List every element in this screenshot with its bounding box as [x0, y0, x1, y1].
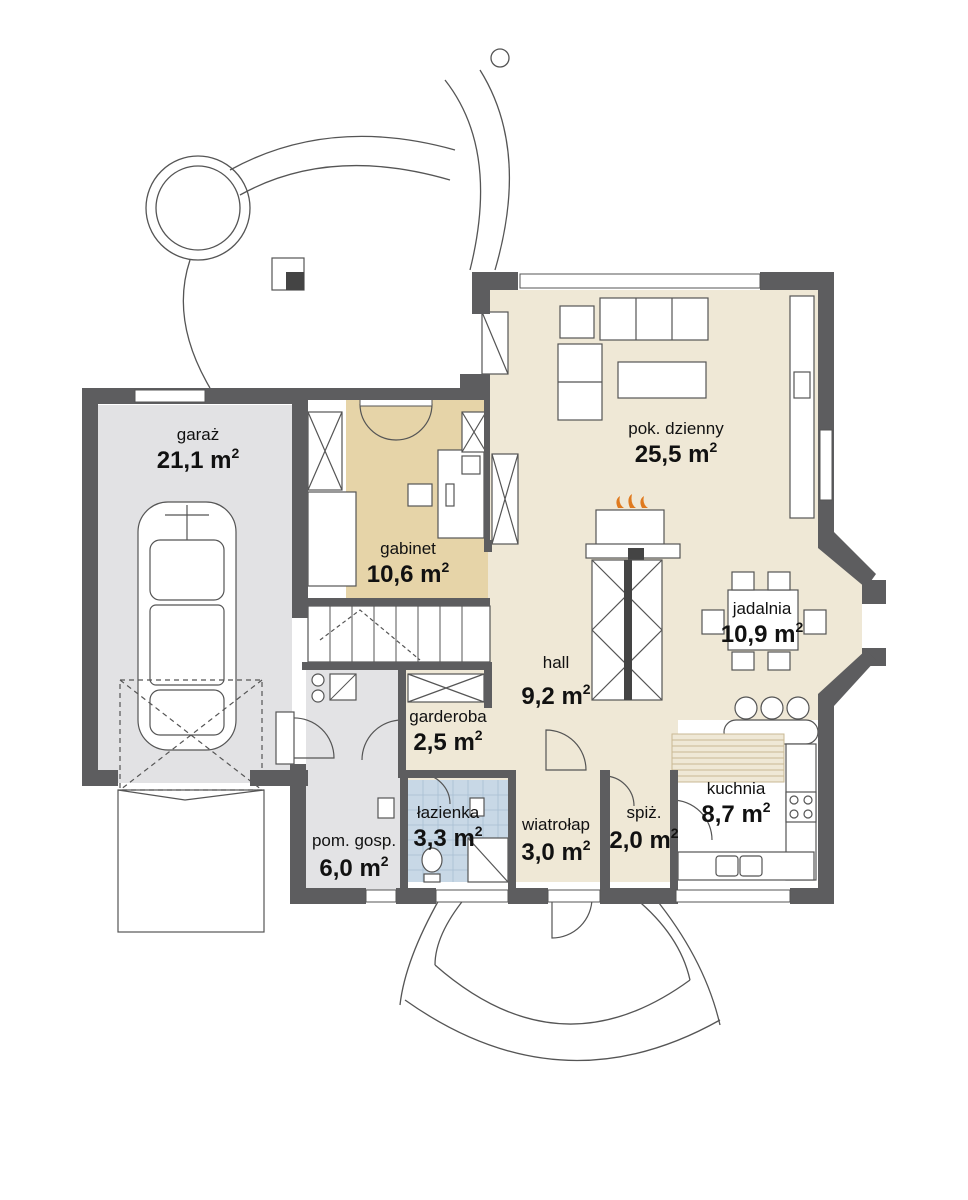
room-hall: hall 9,2 m2	[521, 653, 590, 710]
entrance-arc-outer	[404, 999, 721, 1062]
room-name: kuchnia	[707, 779, 766, 798]
room-name: hall	[543, 653, 569, 672]
door-swing-icon	[291, 717, 335, 759]
room-area: 6,0 m2	[319, 853, 388, 882]
utility-floor	[306, 670, 402, 892]
dining-table-icon	[701, 571, 827, 671]
room-pantry: spiż. 2,0 m2	[609, 803, 678, 854]
garage-door-projection	[119, 679, 263, 791]
room-area: 10,6 m2	[367, 559, 450, 588]
desk-icon	[407, 449, 485, 539]
vestibule-floor	[515, 780, 600, 882]
room-dining: jadalnia 10,9 m2	[721, 599, 804, 648]
room-name: gabinet	[380, 539, 436, 558]
windows	[134, 273, 833, 903]
entrance-arc-left	[399, 897, 441, 1006]
room-area: 2,0 m2	[609, 825, 678, 854]
door-swing-icon	[359, 403, 433, 441]
room-utility: pom. gosp. 6,0 m2	[312, 831, 396, 882]
curved-path-right	[444, 79, 482, 271]
room-name: pom. gosp.	[312, 831, 396, 850]
room-area: 2,5 m2	[413, 727, 482, 756]
room-area: 8,7 m2	[701, 799, 770, 828]
entrance-arc-right-inner	[634, 897, 691, 981]
entrance-arc-left-inner	[434, 897, 466, 966]
room-area: 3,3 m2	[413, 823, 482, 852]
furniture	[119, 295, 827, 939]
stool	[760, 696, 784, 720]
room-name: wiatrołap	[521, 815, 590, 834]
room-wardrobe: garderoba 2,5 m2	[409, 707, 487, 756]
room-vestibule: wiatrołap 3,0 m2	[521, 815, 591, 866]
room-name: spiż.	[627, 803, 662, 822]
sofa-icon	[557, 297, 709, 421]
car-icon	[137, 501, 237, 751]
room-name: łazienka	[417, 803, 480, 822]
room-area: 25,5 m2	[635, 439, 718, 468]
stool	[786, 696, 810, 720]
room-name: garderoba	[409, 707, 487, 726]
garden-post-fill	[286, 272, 304, 290]
walls	[82, 272, 886, 904]
toilet-icon	[421, 847, 443, 883]
room-study: gabinet 10,6 m2	[367, 539, 450, 588]
driveway	[117, 789, 265, 933]
wall-unit	[789, 295, 815, 519]
room-area: 9,2 m2	[521, 681, 590, 710]
room-living: pok. dzienny 25,5 m2	[628, 419, 724, 468]
washing-machine-icon	[311, 673, 357, 703]
tv-unit	[793, 371, 811, 399]
kitchen-stripes	[671, 733, 785, 783]
room-bathroom: łazienka 3,3 m2	[413, 803, 482, 852]
garage-side-door	[275, 711, 295, 765]
stove-icon	[785, 791, 817, 823]
entrance-arc-right	[654, 897, 721, 1026]
sink-icon	[715, 855, 763, 877]
stairs-icon	[307, 605, 491, 663]
path-end-marker	[490, 48, 510, 68]
stool	[734, 696, 758, 720]
bath-sink	[469, 797, 485, 817]
room-kitchen: kuchnia 8,7 m2	[701, 779, 770, 828]
door-swing-icon	[545, 729, 587, 771]
curved-path-right-outer	[479, 69, 511, 271]
garden-paths	[117, 48, 721, 1062]
room-name: pok. dzienny	[628, 419, 724, 438]
room-area: 3,0 m2	[521, 837, 590, 866]
pantry-floor	[610, 780, 674, 882]
utility-sink	[377, 797, 395, 819]
shower-icon	[467, 837, 509, 883]
round-planter	[145, 155, 251, 261]
room-garage: garaż 21,1 m2	[157, 425, 240, 474]
room-labels: garaż 21,1 m2 pok. dzienny 25,5 m2 gabin…	[157, 419, 804, 882]
kitchen-worktop-bottom	[677, 851, 815, 881]
curved-path-top-inner	[239, 164, 451, 196]
room-area: 10,9 m2	[721, 619, 804, 648]
door-swing-icon	[671, 799, 713, 841]
curved-path-top-outer	[229, 135, 456, 171]
room-area: 21,1 m2	[157, 445, 240, 474]
bed	[307, 491, 357, 587]
entrance-door-swing	[551, 897, 593, 939]
room-name: garaż	[177, 425, 220, 444]
room-name: jadalnia	[732, 599, 792, 618]
round-planter-inner	[155, 165, 241, 251]
fireplace-icon	[585, 494, 681, 701]
garage-door-swing	[117, 789, 265, 801]
curved-path-left	[182, 259, 211, 389]
entrance-arc-inner	[434, 964, 691, 1025]
